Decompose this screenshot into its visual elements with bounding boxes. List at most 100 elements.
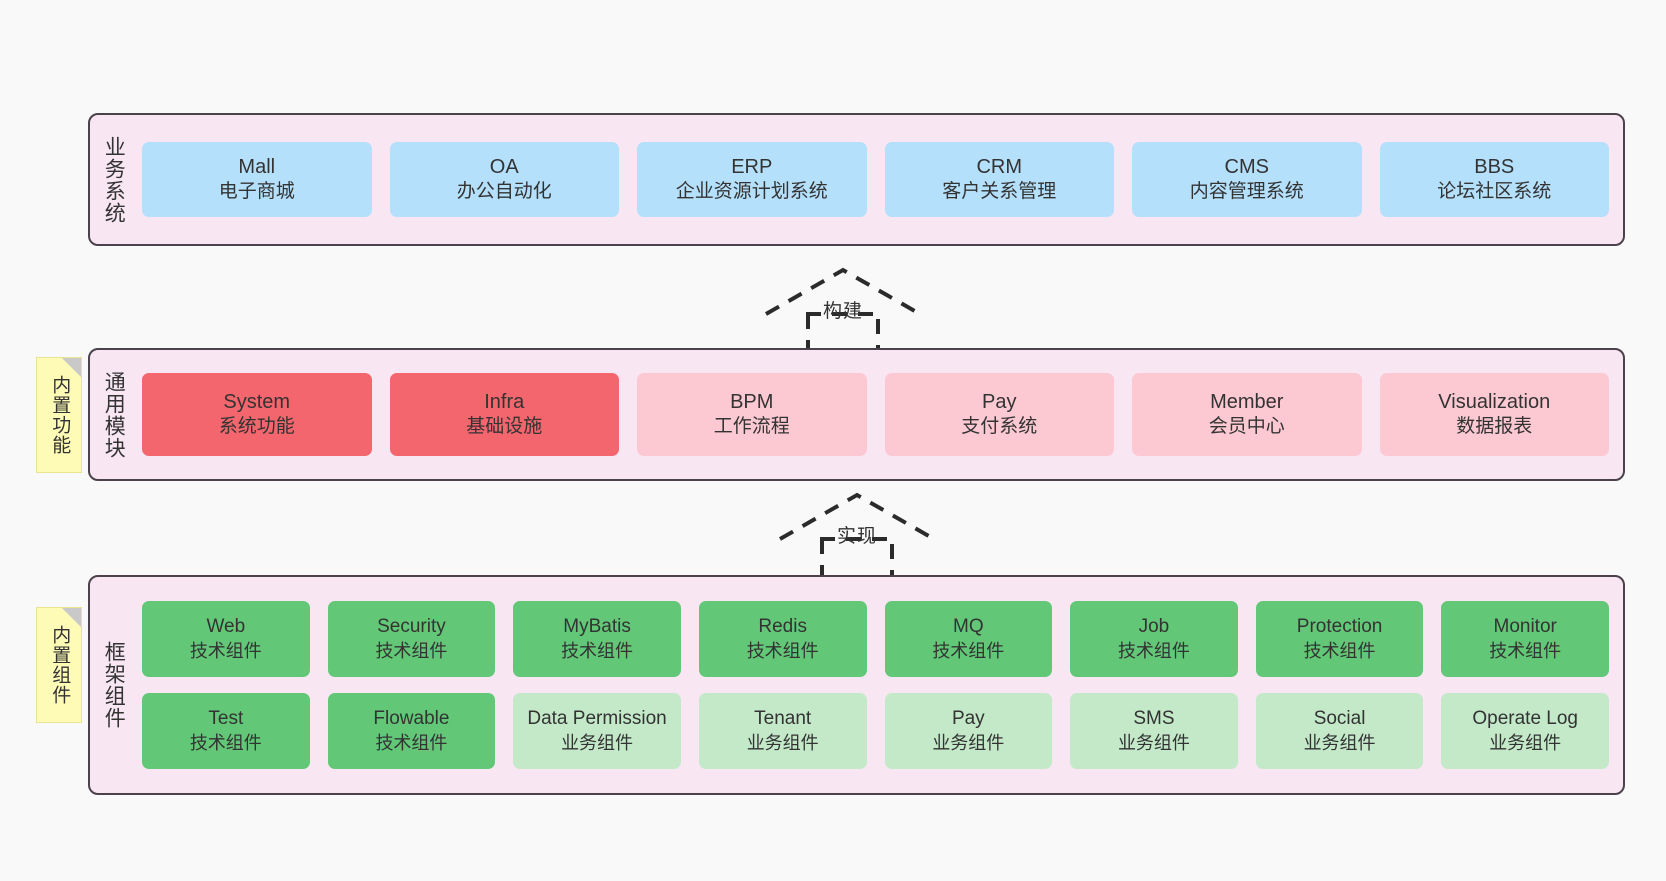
node-monitor[interactable]: Monitor 技术组件 (1441, 601, 1609, 677)
dashed-hollow-arrow-icon (779, 492, 935, 581)
node-visualization[interactable]: Visualization 数据报表 (1379, 373, 1609, 456)
node-title: Security (377, 616, 446, 638)
node-job[interactable]: Job 技术组件 (1070, 601, 1238, 677)
node-flowable[interactable]: Flowable 技术组件 (327, 693, 496, 769)
node-member[interactable]: Member 会员中心 (1132, 373, 1362, 456)
node-title: MQ (953, 616, 984, 638)
node-subtitle: 基础设施 (466, 416, 543, 438)
node-sms[interactable]: SMS 业务组件 (1070, 693, 1238, 769)
node-title: Infra (484, 390, 525, 413)
node-subtitle: 业务组件 (1303, 732, 1376, 753)
node-title: Tenant (754, 708, 812, 730)
node-web[interactable]: Web 技术组件 (142, 601, 310, 677)
layer-business-body: Mall 电子商城 OA 办公自动化 ERP 企业资源计划系统 CRM 客户关系… (136, 115, 1623, 244)
layer-framework-components: 框架组件 Web 技术组件 Security 技术组件 MyBatis 技术组件… (88, 575, 1625, 795)
node-pay-module[interactable]: Pay 支付系统 (884, 373, 1114, 456)
node-redis[interactable]: Redis 技术组件 (698, 601, 867, 677)
node-operate-log[interactable]: Operate Log 业务组件 (1441, 693, 1609, 769)
node-subtitle: 企业资源计划系统 (675, 181, 828, 203)
node-social[interactable]: Social 业务组件 (1255, 693, 1424, 769)
node-title: System (223, 390, 291, 413)
node-subtitle: 会员中心 (1208, 416, 1285, 438)
note-built-in-features: 内置功能 (36, 357, 82, 473)
node-title: Mall (238, 155, 276, 178)
node-title: Redis (758, 616, 807, 638)
node-infra[interactable]: Infra 基础设施 (389, 373, 619, 456)
node-subtitle: 技术组件 (375, 732, 448, 753)
node-subtitle: 论坛社区系统 (1437, 181, 1552, 203)
node-title: Member (1210, 390, 1284, 413)
node-protection[interactable]: Protection 技术组件 (1255, 601, 1424, 677)
node-title: Pay (951, 708, 985, 730)
node-oa[interactable]: OA 办公自动化 (389, 142, 619, 217)
node-subtitle: 技术组件 (375, 640, 448, 661)
node-security[interactable]: Security 技术组件 (327, 601, 496, 677)
layer-business-label: 业务系统 (102, 135, 126, 224)
node-subtitle: 数据报表 (1456, 416, 1533, 438)
node-subtitle: 工作流程 (713, 416, 790, 438)
node-title: Social (1313, 708, 1366, 730)
node-subtitle: 技术组件 (932, 640, 1005, 661)
node-erp[interactable]: ERP 企业资源计划系统 (637, 142, 867, 217)
layer-module-body: System 系统功能 Infra 基础设施 BPM 工作流程 Pay 支付系统… (136, 350, 1623, 479)
layer-business-systems: 业务系统 Mall 电子商城 OA 办公自动化 ERP 企业资源计划系统 CRM (88, 113, 1625, 246)
node-subtitle: 技术组件 (189, 640, 262, 661)
node-subtitle: 支付系统 (961, 416, 1038, 438)
node-subtitle: 办公自动化 (456, 181, 552, 203)
node-title: MyBatis (563, 616, 631, 638)
node-title: Test (208, 708, 244, 730)
node-mq[interactable]: MQ 技术组件 (884, 601, 1053, 677)
node-title: BPM (730, 390, 774, 413)
connector-implement-label: 实现 (836, 526, 878, 547)
node-subtitle: 业务组件 (932, 732, 1005, 753)
node-title: OA (489, 155, 519, 178)
node-tenant[interactable]: Tenant 业务组件 (698, 693, 867, 769)
node-subtitle: 电子商城 (218, 181, 295, 203)
node-cms[interactable]: CMS 内容管理系统 (1132, 142, 1362, 217)
node-test[interactable]: Test 技术组件 (142, 693, 310, 769)
node-crm[interactable]: CRM 客户关系管理 (884, 142, 1114, 217)
layer-framework-body: Web 技术组件 Security 技术组件 MyBatis 技术组件 Redi… (136, 577, 1623, 793)
node-pay-component[interactable]: Pay 业务组件 (884, 693, 1053, 769)
node-title: Protection (1296, 616, 1383, 638)
node-subtitle: 技术组件 (1117, 640, 1190, 661)
node-mall[interactable]: Mall 电子商城 (142, 142, 372, 217)
connector-build-label: 构建 (822, 301, 864, 322)
node-title: Data Permission (527, 708, 667, 730)
node-subtitle: 内容管理系统 (1189, 181, 1304, 203)
note-fold-corner-icon (62, 608, 81, 627)
node-subtitle: 系统功能 (218, 416, 295, 438)
connector-implement: 实现 (772, 487, 942, 582)
node-subtitle: 技术组件 (561, 640, 634, 661)
layer-module-label: 通用模块 (102, 370, 126, 459)
layer-common-modules: 通用模块 System 系统功能 Infra 基础设施 BPM 工作流程 Pay (88, 348, 1625, 481)
node-system[interactable]: System 系统功能 (142, 373, 372, 456)
note-built-in-components: 内置组件 (36, 607, 82, 723)
node-bbs[interactable]: BBS 论坛社区系统 (1379, 142, 1609, 217)
node-title: CRM (976, 155, 1023, 178)
connector-build: 构建 (758, 262, 928, 357)
node-title: Job (1138, 616, 1170, 638)
node-subtitle: 客户关系管理 (942, 181, 1057, 203)
node-title: BBS (1474, 155, 1515, 178)
node-subtitle: 技术组件 (1303, 640, 1376, 661)
node-title: ERP (731, 155, 773, 178)
node-bpm[interactable]: BPM 工作流程 (637, 373, 867, 456)
note-text: 内置功能 (49, 375, 71, 455)
dashed-hollow-arrow-icon (765, 267, 921, 356)
node-subtitle: 技术组件 (189, 732, 262, 753)
note-fold-corner-icon (62, 358, 81, 377)
business-row: Mall 电子商城 OA 办公自动化 ERP 企业资源计划系统 CRM 客户关系… (142, 142, 1609, 217)
node-subtitle: 技术组件 (746, 640, 819, 661)
module-row: System 系统功能 Infra 基础设施 BPM 工作流程 Pay 支付系统… (142, 373, 1609, 456)
node-title: CMS (1224, 155, 1269, 178)
node-mybatis[interactable]: MyBatis 技术组件 (513, 601, 681, 677)
node-subtitle: 业务组件 (1117, 732, 1190, 753)
node-subtitle: 技术组件 (1489, 640, 1562, 661)
framework-tech-row: Web 技术组件 Security 技术组件 MyBatis 技术组件 Redi… (142, 601, 1609, 677)
node-title: Visualization (1438, 390, 1551, 413)
node-data-permission[interactable]: Data Permission 业务组件 (513, 693, 681, 769)
node-title: Web (206, 616, 246, 638)
node-title: Operate Log (1472, 708, 1578, 730)
